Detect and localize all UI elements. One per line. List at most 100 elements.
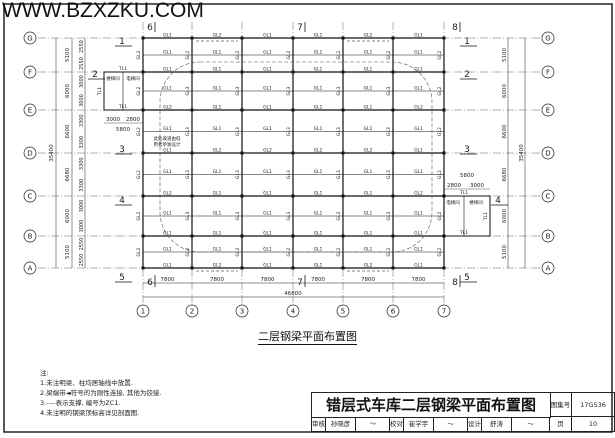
checker-signature: 〜 bbox=[434, 417, 468, 431]
column-beam-label: GL3 bbox=[185, 211, 191, 220]
column bbox=[141, 266, 145, 270]
axis-label-A: A bbox=[28, 265, 33, 273]
column bbox=[341, 234, 345, 238]
column bbox=[240, 194, 244, 198]
section-mark-bottom: 7 bbox=[297, 278, 303, 288]
beam-label: GL1 bbox=[263, 126, 272, 132]
beam-label: GL2 bbox=[414, 105, 423, 111]
beam-label: GL1 bbox=[414, 126, 423, 132]
axis-label-B: B bbox=[28, 233, 33, 241]
atlas-number: 17G536 bbox=[572, 393, 614, 417]
axis-bubble bbox=[23, 229, 37, 243]
beam-label: GL1 bbox=[163, 211, 172, 217]
axis-bubble bbox=[541, 103, 555, 117]
axis-bubble bbox=[336, 304, 350, 318]
axis-label-D: D bbox=[27, 150, 32, 158]
axis-label-F: F bbox=[546, 69, 550, 77]
beam-label: GL1 bbox=[314, 67, 323, 73]
axis-bubble bbox=[185, 304, 199, 318]
column bbox=[190, 36, 194, 40]
dim-text: 5100 bbox=[502, 245, 508, 259]
designer-name: 舒涛 bbox=[482, 417, 512, 431]
beam-label: GL1 bbox=[163, 263, 172, 269]
column-beam-label: GL2 bbox=[136, 211, 142, 220]
dim-text: 6600 bbox=[502, 124, 508, 138]
beam-label: GL1 bbox=[213, 126, 222, 132]
dim-text: 6000 bbox=[65, 209, 71, 223]
axis-bubble bbox=[541, 146, 555, 160]
section-mark-bottom: 6 bbox=[147, 278, 153, 288]
column bbox=[391, 266, 395, 270]
beam-label: GL1 bbox=[314, 169, 323, 175]
section-mark-left: 4 bbox=[119, 196, 125, 206]
beam-label: GL1 bbox=[414, 169, 423, 175]
right-core bbox=[443, 195, 491, 237]
column bbox=[391, 108, 395, 112]
beam-label: GL1 bbox=[163, 50, 172, 56]
watermark: WWW.BZXZKU.COM bbox=[2, 0, 204, 22]
beam-label: GL1 bbox=[163, 86, 172, 92]
column-beam-label: GL3 bbox=[185, 86, 191, 95]
beam-label: GL1 bbox=[414, 247, 423, 253]
core-beam-label: TL1 bbox=[118, 104, 127, 110]
beam-label: GL1 bbox=[314, 50, 323, 56]
column bbox=[190, 194, 194, 198]
column bbox=[391, 70, 395, 74]
axis-bubble bbox=[541, 261, 555, 275]
column-beam-label: GL2 bbox=[136, 86, 142, 95]
core-beam-label: TL1 bbox=[459, 190, 468, 196]
column-beam-label: GL3 bbox=[235, 86, 241, 95]
column bbox=[442, 151, 446, 155]
dim-text: 5100 bbox=[502, 48, 508, 62]
design-label: 设计 bbox=[468, 417, 482, 431]
column bbox=[341, 266, 345, 270]
section-mark-left: 2 bbox=[92, 70, 98, 80]
beam-label: GL2 bbox=[314, 148, 323, 154]
column bbox=[291, 151, 295, 155]
dim-text: 5800 bbox=[460, 173, 474, 179]
column-beam-label: GL3 bbox=[286, 211, 292, 220]
beam-label: GL1 bbox=[163, 148, 172, 154]
beam-label: GL1 bbox=[263, 105, 272, 111]
column-beam-label: GL2 bbox=[185, 247, 191, 256]
axis-bubble bbox=[541, 65, 555, 79]
beam-label: GL1 bbox=[314, 86, 323, 92]
dim-text: 2800 bbox=[447, 183, 461, 189]
section-mark-bottom: 8 bbox=[452, 278, 458, 288]
column bbox=[190, 108, 194, 112]
dim-text: 5800 bbox=[116, 127, 130, 133]
beam-label: GL1 bbox=[213, 67, 222, 73]
column-beam-label: GL2 bbox=[437, 247, 443, 256]
dim-text: 2550 bbox=[79, 254, 85, 267]
axis-bubble bbox=[541, 189, 555, 203]
axis-bubble bbox=[541, 31, 555, 45]
column bbox=[391, 151, 395, 155]
beam-label: GL1 bbox=[163, 247, 172, 253]
column bbox=[190, 266, 194, 270]
ramp-outline bbox=[159, 61, 433, 253]
column-beam-label: GL2 bbox=[136, 247, 142, 256]
beam-label: GL1 bbox=[364, 191, 373, 197]
beam-label: GL1 bbox=[314, 105, 323, 111]
column bbox=[391, 194, 395, 198]
axis-bubble bbox=[286, 304, 300, 318]
column bbox=[291, 36, 295, 40]
axis-bubble bbox=[23, 31, 37, 45]
beam-label: GL1 bbox=[263, 50, 272, 56]
beam-label: GL1 bbox=[364, 247, 373, 253]
axis-bubble bbox=[23, 103, 37, 117]
axis-label-F: F bbox=[28, 69, 32, 77]
dim-text: 6680 bbox=[502, 167, 508, 181]
axis-label-C: C bbox=[546, 193, 551, 201]
column-beam-label: GL2 bbox=[136, 127, 142, 136]
dim-text: 7800 bbox=[361, 277, 375, 283]
column-beam-label: GL2 bbox=[437, 86, 443, 95]
dim-text: 5100 bbox=[65, 245, 71, 259]
beam-label: GL1 bbox=[414, 67, 423, 73]
beam-label: GL2 bbox=[163, 191, 172, 197]
dim-text: 6600 bbox=[65, 124, 71, 138]
column-beam-label: GL3 bbox=[235, 127, 241, 136]
column-beam-label: GL2 bbox=[235, 50, 241, 59]
axis-bubble bbox=[23, 189, 37, 203]
section-mark-right: 5 bbox=[464, 273, 470, 283]
